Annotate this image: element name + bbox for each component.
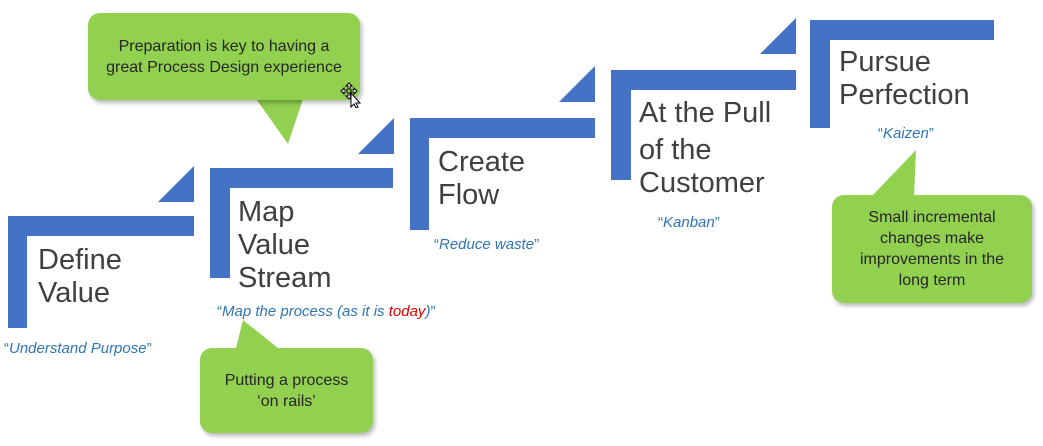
step-title: Pursue Perfection <box>839 46 970 112</box>
quote-open-mark: “ <box>658 214 663 231</box>
quote-open-mark: “ <box>878 125 883 142</box>
step-bracket-vertical <box>611 70 631 180</box>
step-title-line: Define <box>38 244 122 276</box>
step-quote: “Understand Purpose” <box>4 340 152 357</box>
step-title: Create Flow <box>438 146 525 212</box>
quote-open-mark: “ <box>434 236 439 253</box>
callout-text: Small incremental changes make improveme… <box>859 209 1005 289</box>
step-title-line: Map <box>238 196 295 228</box>
step-bracket-horizontal <box>810 20 994 40</box>
step-arrow-triangle <box>158 166 194 202</box>
step-title-line: Pursue <box>839 46 931 78</box>
callout-box: Putting a process ‘on rails’ <box>200 348 373 433</box>
move-cursor-icon <box>340 82 362 108</box>
quote-open-mark: “ <box>4 340 9 357</box>
quote-text: Map the process (as it is <box>222 303 389 320</box>
callout-text: Preparation is key to having a great Pro… <box>106 37 342 76</box>
quote-open-mark: “ <box>217 303 222 320</box>
callout-box: Preparation is key to having a great Pro… <box>88 13 360 100</box>
step-title-line: Stream <box>238 262 332 294</box>
quote-highlight: today <box>388 303 426 320</box>
step-quote: “Kaizen” <box>878 125 934 142</box>
quote-text: Kaizen <box>883 125 929 142</box>
quote-text: Reduce waste <box>439 236 535 253</box>
step-arrow-triangle <box>760 18 796 54</box>
quote-close-mark: ” <box>430 303 436 320</box>
step-title-line: Value <box>238 229 311 261</box>
step-bracket-horizontal <box>611 70 796 90</box>
step-bracket-horizontal <box>410 118 595 138</box>
quote-close-mark: ” <box>928 125 934 142</box>
step-bracket-vertical <box>8 216 27 328</box>
step-title: At the Pull of the Customer <box>639 97 771 200</box>
step-arrow-triangle <box>559 66 595 102</box>
step-bracket-horizontal <box>8 216 194 236</box>
step-bracket-vertical <box>810 20 830 128</box>
step-bracket-vertical <box>410 118 429 230</box>
step-bracket-horizontal <box>210 168 393 188</box>
quote-close-mark: ” <box>534 236 540 253</box>
step-title-line: Flow <box>438 179 500 211</box>
callout-text: Putting a process ‘on rails’ <box>224 371 349 410</box>
step-title: Define Value <box>38 244 122 310</box>
quote-text: Kanban <box>663 214 715 231</box>
step-quote: “Map the process (as it is today)” <box>217 303 435 320</box>
step-title-line: Customer <box>639 167 765 199</box>
step-quote: “Reduce waste” <box>434 236 539 253</box>
callout-pointer <box>254 96 304 144</box>
quote-close-mark: ” <box>146 340 152 357</box>
step-title-line: of the <box>639 134 712 166</box>
callout-pointer <box>235 320 283 352</box>
step-arrow-triangle <box>358 118 394 154</box>
step-title-line: Value <box>38 277 111 309</box>
step-title-line: Perfection <box>839 79 970 111</box>
quote-text: Understand Purpose <box>9 340 147 357</box>
quote-text-end: ) <box>425 303 431 320</box>
step-title-line: At the Pull <box>639 97 772 129</box>
callout-box: Small incremental changes make improveme… <box>832 195 1032 303</box>
step-title: Map Value Stream <box>238 196 331 295</box>
step-quote: “Kanban” <box>658 214 720 231</box>
callout-pointer <box>872 150 916 196</box>
step-bracket-vertical <box>210 168 230 278</box>
quote-close-mark: ” <box>714 214 720 231</box>
step-title-line: Create <box>438 146 526 178</box>
